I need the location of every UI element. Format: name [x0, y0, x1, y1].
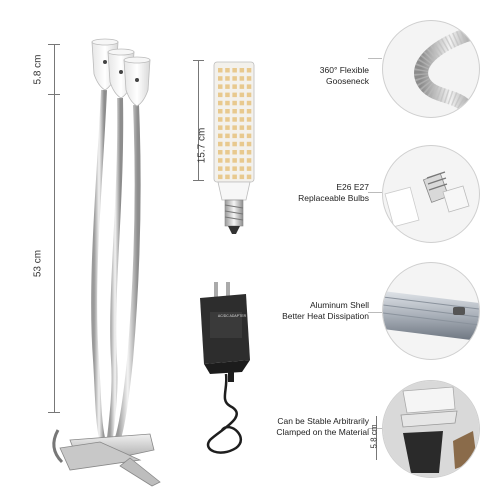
led-chip [239, 68, 245, 73]
feature-1-label: 360° Flexible Gooseneck [254, 65, 369, 87]
led-chip [246, 125, 252, 130]
led-chip [239, 92, 245, 98]
led-chip [218, 133, 223, 139]
led-chip [218, 158, 223, 163]
led-chip [218, 174, 223, 180]
led-chip [239, 174, 245, 180]
led-chip [232, 174, 237, 180]
led-chip [218, 109, 223, 114]
led-chip [246, 100, 252, 106]
led-chip [218, 166, 223, 171]
led-chip [225, 166, 230, 171]
led-chip [218, 100, 223, 106]
aluminum-shell-closeup-image [382, 262, 480, 360]
led-chip [246, 68, 252, 73]
led-chip [246, 117, 252, 122]
led-chip [225, 92, 230, 98]
led-chip [232, 84, 237, 89]
led-chip [218, 141, 223, 147]
feature-1-line1: 360° Flexible [319, 65, 369, 75]
dimension-line-length [54, 94, 55, 412]
led-chip [246, 109, 252, 114]
led-chip [246, 84, 252, 89]
led-bulb-image [208, 60, 268, 240]
led-chip [232, 100, 237, 106]
led-chip [225, 133, 230, 139]
feature-4-label: Can be Stable Arbitrarily Clamped on the… [254, 416, 369, 438]
feature-3-line2: Better Heat Dissipation [282, 311, 369, 321]
led-chip [218, 150, 223, 155]
led-chip [225, 84, 230, 89]
led-chip [246, 174, 252, 180]
led-chip [232, 141, 237, 147]
led-chip [232, 68, 237, 73]
led-chip [239, 84, 245, 89]
led-chip [225, 109, 230, 114]
led-chip [232, 166, 237, 171]
gooseneck-closeup-image [382, 20, 480, 118]
led-chip [239, 100, 245, 106]
clip-height-label: 5.8 cm [369, 424, 379, 449]
feature-4-line1: Can be Stable Arbitrarily [277, 416, 369, 426]
led-chip [239, 166, 245, 171]
led-chip [232, 92, 237, 98]
feature-3-label: Aluminum Shell Better Heat Dissipation [254, 300, 369, 322]
led-chip [239, 133, 245, 139]
led-chip [225, 76, 230, 81]
led-chip [246, 133, 252, 139]
lamp-length-label: 53 cm [32, 249, 44, 278]
led-chip [225, 68, 230, 73]
feature-3-line1: Aluminum Shell [309, 300, 369, 310]
led-chip [239, 125, 245, 130]
led-chip [225, 174, 230, 180]
feature-4-line2: Clamped on the Material [276, 427, 369, 437]
power-adapter-image [190, 280, 270, 470]
led-chip [232, 109, 237, 114]
led-chip [239, 150, 245, 155]
led-chip [225, 150, 230, 155]
feature-1-line2: Gooseneck [326, 76, 369, 86]
led-chip [218, 92, 223, 98]
led-chip [246, 166, 252, 171]
led-chip [246, 76, 252, 81]
led-chip [232, 150, 237, 155]
led-chip [218, 84, 223, 89]
led-chip [218, 68, 223, 73]
dimension-line-cup [54, 44, 55, 94]
led-chip [218, 117, 223, 122]
led-chip [246, 150, 252, 155]
led-chip [225, 158, 230, 163]
led-chip [218, 125, 223, 130]
led-chip [246, 92, 252, 98]
led-chip [246, 158, 252, 163]
bulb-length-label: 15.7 cm [196, 127, 208, 164]
feature-2-line2: Replaceable Bulbs [298, 193, 369, 203]
led-chip [239, 141, 245, 147]
led-chip [232, 158, 237, 163]
clamp-closeup-image [382, 380, 480, 478]
led-chip [225, 100, 230, 106]
cup-height-label: 5.8 cm [32, 54, 44, 85]
feature-2-line1: E26 E27 [336, 182, 369, 192]
lamp-product-image [40, 30, 180, 490]
led-chip [218, 76, 223, 81]
feature-2-label: E26 E27 Replaceable Bulbs [254, 182, 369, 204]
led-chip [232, 133, 237, 139]
led-chip [239, 117, 245, 122]
led-chip [239, 158, 245, 163]
led-chip [225, 125, 230, 130]
led-chip [225, 141, 230, 147]
led-chip [225, 117, 230, 122]
led-chip [232, 76, 237, 81]
led-chip [239, 109, 245, 114]
adapter-label: AC/DC ADAPTER [217, 314, 247, 318]
led-chip [239, 76, 245, 81]
led-chip [246, 141, 252, 147]
led-chip [232, 125, 237, 130]
led-chip [232, 117, 237, 122]
bulb-base-closeup-image [382, 145, 480, 243]
